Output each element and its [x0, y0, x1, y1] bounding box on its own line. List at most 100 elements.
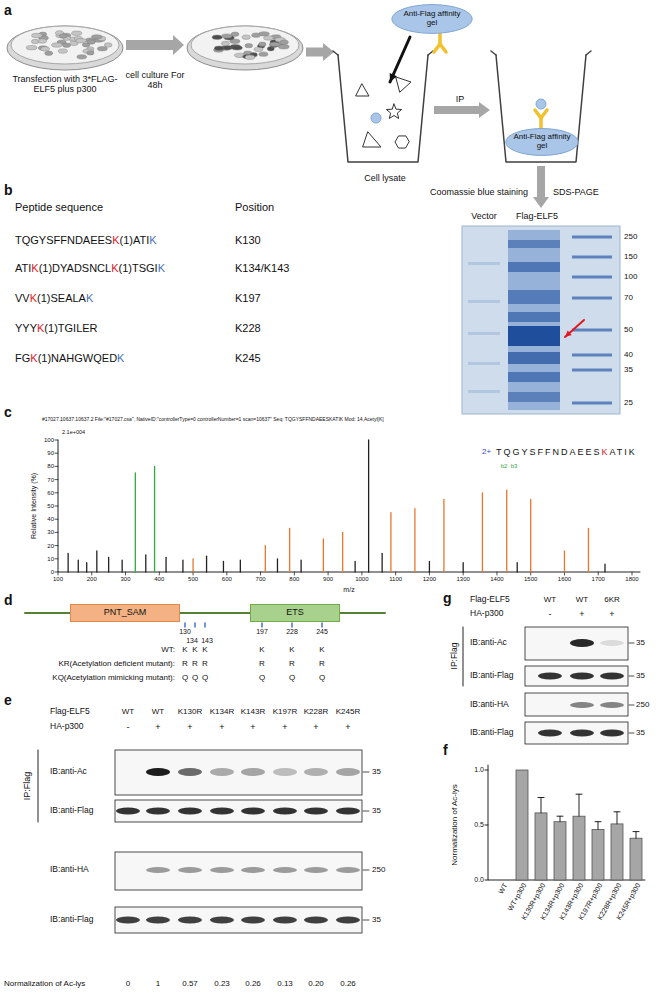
lysate-tube — [491, 51, 591, 162]
error-bar — [541, 798, 542, 813]
gel-band — [508, 326, 560, 346]
cell — [82, 43, 90, 47]
residue-letter: R — [182, 659, 188, 668]
cell — [58, 49, 67, 53]
dish-rim — [7, 26, 123, 70]
row-label: Flag-ELF5 — [50, 707, 90, 717]
arrow-label: IP — [456, 94, 465, 104]
treatment-sign: + — [313, 722, 318, 732]
spectrum-peak — [96, 551, 97, 572]
treatment-sign: + — [219, 722, 224, 732]
tick-mark — [598, 572, 599, 575]
tick-mark — [328, 572, 329, 575]
blot-band — [273, 808, 297, 815]
blot-band — [600, 640, 624, 646]
tick-label: 1600 — [558, 576, 571, 583]
gel-lane — [508, 230, 560, 410]
error-bar — [560, 816, 561, 822]
blot-band — [304, 808, 328, 815]
ip-bracket — [463, 627, 464, 686]
tick-label: 40 — [47, 516, 54, 523]
cell — [45, 51, 53, 55]
tick-label: 1500 — [524, 576, 537, 583]
tick-label: 1300 — [456, 576, 469, 583]
workflow-arrows — [126, 35, 549, 208]
blot-band — [273, 867, 297, 873]
spectrum-peak — [342, 532, 343, 572]
sequence-run: TQGYSFFNDAEES — [496, 447, 602, 457]
sequence-run: K — [602, 447, 610, 457]
protein-shape — [386, 104, 401, 118]
blot-frame — [115, 852, 362, 890]
quant-value: 0 — [126, 979, 130, 988]
spectrum-peak — [265, 546, 266, 572]
lane-label: K245R — [336, 707, 360, 716]
peptide-sequence: VVK(1)SEALAK — [15, 292, 93, 305]
tick-label: 700 — [256, 576, 266, 583]
node-text: Anti-Flag affinity gel — [513, 133, 571, 151]
error-bar — [557, 816, 563, 817]
ladder-band — [572, 329, 612, 332]
treatment-sign: + — [345, 722, 350, 732]
pointer-arrow — [565, 320, 584, 337]
tick-mark — [485, 825, 488, 826]
panel-letter: f — [443, 742, 448, 758]
charge-state: 2+ — [482, 447, 491, 456]
blot-band — [336, 867, 360, 873]
lane-label: K143R — [241, 707, 265, 716]
dish-floor — [11, 26, 119, 64]
blot-band — [210, 768, 234, 776]
marker-kda: 35 — [372, 915, 381, 924]
panel-letter: a — [4, 2, 12, 18]
bar — [630, 838, 642, 880]
cell — [32, 33, 43, 37]
tick-mark — [55, 532, 58, 533]
cell — [212, 35, 222, 39]
blot-band — [304, 867, 328, 873]
tube-lip — [428, 51, 433, 55]
domain-box: ETS — [250, 604, 340, 622]
tick-mark — [159, 572, 160, 575]
quant-value: 0.57 — [182, 979, 198, 988]
blot-band — [178, 808, 202, 815]
cell — [63, 43, 71, 47]
cell — [280, 40, 288, 44]
residue-letter: Q — [289, 673, 295, 682]
dish-rim — [187, 26, 303, 70]
tick-label: 500 — [188, 576, 198, 583]
cell — [232, 46, 243, 50]
cell — [52, 43, 63, 47]
antibody-label: IB:anti-HA — [50, 865, 89, 875]
tick-label: 30 — [47, 529, 54, 536]
axis-title: Normalization of Ac-lys — [450, 784, 459, 865]
axis-line — [58, 440, 640, 572]
western-blot — [463, 627, 634, 744]
gel-band — [468, 362, 500, 365]
spectrum-peak — [530, 499, 531, 572]
marker-kda: 35 — [372, 806, 381, 815]
spectrum-peak — [517, 563, 518, 572]
blot-band — [210, 867, 234, 873]
spectrum-peak — [390, 513, 391, 572]
lane-label: K134R — [210, 707, 234, 716]
antibody-label: IB:anti-Ac — [470, 638, 507, 648]
antibody-label: IB:anti-Flag — [50, 806, 93, 816]
tick-label: 1100 — [389, 576, 402, 583]
sequence-run: K — [37, 322, 44, 334]
tick-label: 800 — [289, 576, 299, 583]
step-label: cell culture For 48h — [125, 70, 185, 91]
residue-letter: K — [182, 645, 187, 654]
target-protein — [371, 113, 381, 123]
sequence-run: (1)TSGI — [119, 262, 158, 274]
spectrum-peak — [108, 557, 109, 572]
gel-band — [508, 372, 560, 382]
tick-mark — [496, 572, 497, 575]
spectrum-peak — [206, 556, 207, 572]
cell — [269, 42, 280, 46]
blot-band — [600, 730, 624, 737]
tick-label: 1200 — [423, 576, 436, 583]
sequence-run: K — [30, 352, 37, 364]
residue-letter: K — [202, 645, 207, 654]
residue-number: 228 — [286, 628, 298, 636]
residue-letter: K — [192, 645, 197, 654]
